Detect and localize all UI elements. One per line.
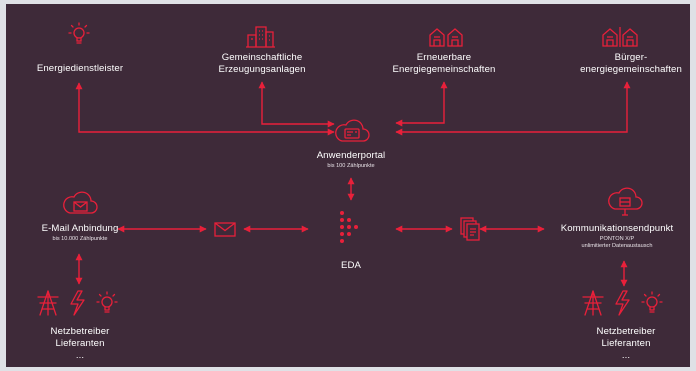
email-label: E-Mail Anbindung bbox=[41, 223, 119, 234]
buerger-line2: energiegemeinschaften bbox=[580, 63, 682, 75]
envelope-icon bbox=[214, 222, 236, 237]
netz-right-line2: Lieferanten bbox=[601, 337, 651, 349]
gemeinschaftliche-line2: Erzeugungsanlagen bbox=[218, 63, 306, 75]
arrow-buerger-portal bbox=[395, 81, 631, 136]
houses-icon bbox=[429, 28, 463, 47]
eda-label: EDA bbox=[340, 260, 362, 271]
energiedienstleister-label: Energiedienstleister bbox=[36, 63, 124, 74]
cloud-portal-icon bbox=[335, 119, 370, 142]
netz-right-line1: Netzbetreiber bbox=[596, 326, 656, 337]
netz-right-line3: ... bbox=[621, 349, 631, 361]
email-sub: bis 10.000 Zählpunkte bbox=[52, 236, 108, 242]
cloud-mail-icon bbox=[63, 191, 98, 214]
netz-left-line1: Netzbetreiber bbox=[50, 326, 110, 337]
lightbulb-icon bbox=[68, 22, 90, 44]
kommunikation-label: Kommunikationsendpunkt bbox=[560, 223, 674, 234]
cloud-server-icon bbox=[608, 187, 643, 216]
gemeinschaftliche-label: Gemeinschaftliche Erzeugungsanlagen bbox=[192, 52, 332, 76]
arrow-energiedienstleister-portal bbox=[75, 82, 335, 136]
kommunikation-sub1: PONTON X/P bbox=[599, 236, 635, 242]
connector-lines bbox=[75, 81, 631, 287]
documents-icon bbox=[460, 217, 480, 241]
netz-right-label: Netzbetreiber Lieferanten ... bbox=[562, 326, 690, 362]
eda-diagram: Energiedienstleister Gemeinschaftliche E… bbox=[6, 4, 690, 367]
grid-power-bulb-icons bbox=[582, 290, 663, 316]
erneuerbare-line2: Energiegemeinschaften bbox=[392, 63, 496, 75]
erneuerbare-label: Erneuerbare Energiegemeinschaften bbox=[364, 52, 524, 76]
buerger-label: Bürger- energiegemeinschaften bbox=[572, 52, 690, 76]
buildings-icon bbox=[246, 26, 275, 48]
kommunikation-sub2: unlimitierter Datenaustausch bbox=[581, 243, 653, 249]
netz-left-label: Netzbetreiber Lieferanten ... bbox=[16, 326, 144, 362]
eda-logo-icon bbox=[340, 211, 358, 243]
netz-left-line3: ... bbox=[75, 349, 85, 361]
gemeinschaftliche-line1: Gemeinschaftliche bbox=[221, 52, 303, 63]
buerger-line1: Bürger- bbox=[614, 52, 648, 63]
houses-icon bbox=[602, 27, 638, 47]
grid-power-bulb-icons bbox=[37, 290, 118, 316]
netz-left-line2: Lieferanten bbox=[55, 337, 105, 349]
anwenderportal-sub: bis 100 Zählpunkte bbox=[327, 163, 375, 169]
arrow-gemeinschaftliche-portal bbox=[258, 81, 335, 128]
anwenderportal-label: Anwenderportal bbox=[316, 150, 386, 161]
arrow-erneuerbare-portal bbox=[395, 81, 448, 127]
erneuerbare-line1: Erneuerbare bbox=[416, 52, 472, 63]
